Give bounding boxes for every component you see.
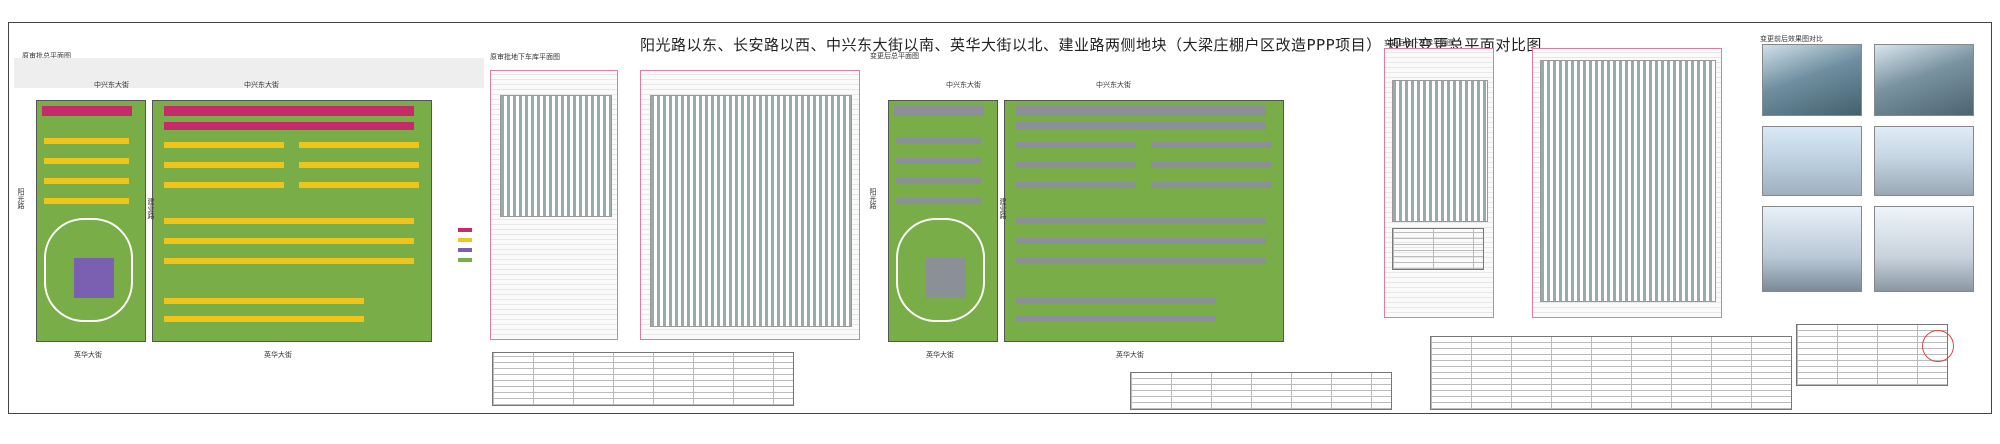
residential-building [1151, 142, 1271, 148]
residential-building [1016, 298, 1216, 304]
residential-building [44, 158, 129, 164]
residential-building [164, 142, 284, 148]
road-label-north-east: 中兴东大街 [244, 81, 279, 89]
road-label-north-west: 中兴东大街 [94, 81, 129, 89]
residential-building [44, 198, 129, 204]
parking-rows [1392, 80, 1488, 222]
road-label-west: 阳光路 [17, 188, 25, 209]
data-table [1430, 336, 1792, 410]
road-label-south-east: 英华大街 [264, 351, 292, 359]
legend-swatch [458, 248, 472, 252]
rendering-tower-after [1874, 206, 1974, 292]
residential-building [1016, 106, 1266, 116]
residential-building [1016, 258, 1266, 264]
residential-building [44, 138, 129, 144]
rendering-tower-before [1762, 206, 1862, 292]
residential-building [1016, 182, 1136, 188]
school-building [926, 258, 966, 298]
panel-label-revised-basement: 变更后地下车库平面图 [1384, 39, 1454, 47]
road-label-middle: 建业路 [999, 198, 1007, 219]
residential-building [164, 122, 414, 130]
road-label-north-east: 中兴东大街 [1096, 81, 1131, 89]
residential-building [1016, 162, 1136, 168]
residential-building [896, 198, 981, 204]
legend-swatch [458, 238, 472, 242]
road-label-middle: 建业路 [147, 198, 155, 219]
residential-building [1151, 162, 1271, 168]
road-label-north-west: 中兴东大街 [946, 81, 981, 89]
road-label-west: 阳光路 [869, 188, 877, 209]
legend-swatch [458, 228, 472, 232]
road-label-north [14, 58, 484, 88]
panel-label-revised-site: 变更后总平面图 [870, 52, 919, 60]
residential-building [896, 158, 981, 164]
rendering-aerial-before [1762, 44, 1862, 116]
residential-building [894, 106, 984, 116]
rendering-street-after [1874, 126, 1974, 196]
parking-rows [650, 95, 852, 327]
residential-building [164, 258, 414, 264]
residential-building [164, 162, 284, 168]
residential-building [299, 182, 419, 188]
residential-building [1016, 218, 1266, 224]
residential-building [164, 316, 364, 322]
revised-site-plan: 中兴东大街 中兴东大街 英华大街 英华大街 阳光路 建业路 [866, 58, 1336, 378]
residential-building [164, 238, 414, 244]
residential-building [44, 178, 129, 184]
residential-building [1151, 182, 1271, 188]
residential-building [42, 106, 132, 116]
residential-building [1016, 122, 1266, 130]
drawing-title: 阳光路以东、长安路以西、中兴东大街以南、英华大街以北、建业路两侧地块（大梁庄棚户… [640, 36, 1542, 54]
residential-building [164, 182, 284, 188]
residential-building [299, 162, 419, 168]
panel-label-renderings: 变更前后效果图对比 [1760, 35, 1823, 43]
road-label-south-west: 英华大街 [74, 351, 102, 359]
residential-building [896, 138, 981, 144]
residential-building [164, 298, 364, 304]
rendering-aerial-after [1874, 44, 1974, 116]
seal-stamp [1922, 330, 1954, 362]
legend-swatch [458, 258, 472, 262]
school-building [74, 258, 114, 298]
panel-label-original-site: 原审批总平面图 [22, 52, 71, 60]
road-label-south-west: 英华大街 [926, 351, 954, 359]
original-site-plan: 中兴东大街 中兴东大街 英华大街 英华大街 阳光路 建业路 [14, 58, 484, 378]
data-table [492, 352, 794, 406]
data-table [1130, 372, 1392, 410]
track-field [896, 218, 985, 322]
parking-rows [500, 95, 612, 217]
parking-rows [1540, 60, 1716, 302]
data-table [1392, 228, 1484, 270]
panel-label-original-basement: 原审批地下车库平面图 [490, 53, 560, 61]
residential-building [896, 178, 981, 184]
residential-building [1016, 316, 1216, 322]
track-field [44, 218, 133, 322]
road-label-south-east: 英华大街 [1116, 351, 1144, 359]
residential-building [164, 218, 414, 224]
residential-building [299, 142, 419, 148]
residential-building [1016, 142, 1136, 148]
residential-building [164, 106, 414, 116]
residential-building [1016, 238, 1266, 244]
rendering-street-before [1762, 126, 1862, 196]
